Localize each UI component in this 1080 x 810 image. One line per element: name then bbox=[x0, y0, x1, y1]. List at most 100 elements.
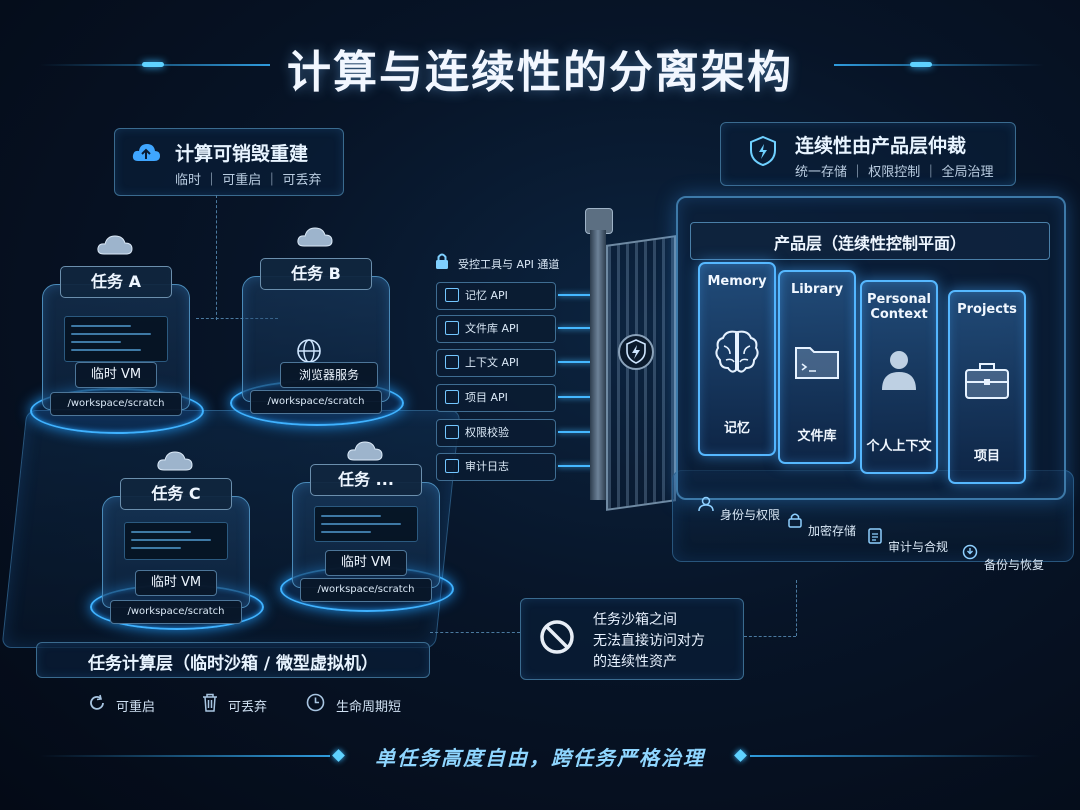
isolation-line-2: 无法直接访问对方 bbox=[593, 633, 705, 649]
card-memory[interactable]: Memory 记忆 bbox=[698, 262, 776, 456]
globe-icon bbox=[297, 339, 321, 363]
card-cn-label: 记忆 bbox=[723, 421, 750, 436]
workspace-path: /workspace/scratch bbox=[110, 600, 242, 624]
cloud-icon bbox=[297, 227, 333, 247]
user-icon bbox=[698, 496, 714, 512]
vm-label: 临时 VM bbox=[75, 362, 157, 388]
api-label: 审计日志 bbox=[465, 460, 509, 473]
feature-encrypted-storage: 加密存储 bbox=[808, 524, 857, 538]
api-label: 权限校验 bbox=[465, 426, 509, 439]
cloud-upload-icon bbox=[132, 144, 160, 161]
isolation-line-1: 任务沙箱之间 bbox=[593, 612, 677, 628]
connector-left bbox=[216, 195, 217, 320]
terminal-screen bbox=[314, 506, 418, 542]
task-label: 任务 A bbox=[60, 266, 172, 298]
backup-icon bbox=[962, 544, 978, 560]
context-api-icon bbox=[445, 355, 459, 369]
continuity-arbitration-subtitle: 统一存储 ｜ 权限控制 ｜ 全局治理 bbox=[795, 165, 994, 180]
page-title: 计算与连续性的分离架构 bbox=[287, 47, 793, 98]
terminal-screen bbox=[124, 522, 228, 560]
cloud-icon bbox=[97, 235, 133, 255]
api-memory[interactable]: 记忆 API bbox=[436, 282, 556, 310]
api-permission-check[interactable]: 权限校验 bbox=[436, 419, 556, 447]
task-label: 任务 B bbox=[260, 258, 372, 290]
continuity-arbitration-title: 连续性由产品层仲裁 bbox=[795, 135, 967, 157]
card-en-label: Personal Context bbox=[867, 292, 931, 322]
memory-api-icon bbox=[445, 288, 459, 302]
product-layer-title-box: 产品层（连续性控制平面） bbox=[690, 222, 1050, 260]
isolation-line-3: 的连续性资产 bbox=[593, 654, 677, 670]
gate-shield-icon bbox=[618, 334, 654, 370]
continuity-arbitration-box: 连续性由产品层仲裁 统一存储 ｜ 权限控制 ｜ 全局治理 bbox=[720, 122, 1016, 186]
clock-icon bbox=[306, 693, 325, 712]
compute-layer-label-box: 任务计算层（临时沙箱 / 微型虚拟机） bbox=[36, 642, 430, 678]
api-project[interactable]: 项目 API bbox=[436, 384, 556, 412]
task-more: 任务 ... 临时 VM /workspace/scratch bbox=[280, 440, 454, 640]
task-label: 任务 ... bbox=[310, 464, 422, 496]
isolation-connector bbox=[430, 632, 520, 633]
api-label: 项目 API bbox=[465, 391, 508, 404]
audit-log-icon bbox=[445, 459, 459, 473]
card-library[interactable]: Library 文件库 bbox=[778, 270, 856, 464]
lock-icon bbox=[788, 513, 802, 528]
audit-icon bbox=[868, 528, 882, 544]
person-icon bbox=[882, 351, 916, 390]
card-en-label: Library bbox=[790, 282, 844, 297]
brain-icon bbox=[715, 330, 759, 373]
briefcase-icon bbox=[965, 363, 1009, 399]
card-cn-label: 项目 bbox=[973, 449, 1000, 464]
card-projects[interactable]: Projects 项目 bbox=[948, 290, 1026, 484]
feature-short-lifecycle: 生命周期短 bbox=[336, 700, 402, 715]
api-library[interactable]: 文件库 API bbox=[436, 315, 556, 343]
prohibited-icon bbox=[540, 620, 574, 654]
workspace-path: /workspace/scratch bbox=[50, 392, 182, 416]
product-layer-title: 产品层（连续性控制平面） bbox=[773, 234, 966, 253]
title-dot-left bbox=[142, 62, 164, 67]
vm-label: 临时 VM bbox=[135, 570, 217, 596]
title-dot-right bbox=[910, 62, 932, 67]
api-context[interactable]: 上下文 API bbox=[436, 349, 556, 377]
browser-service-label: 浏览器服务 bbox=[280, 362, 378, 388]
api-audit-log[interactable]: 审计日志 bbox=[436, 453, 556, 481]
feature-audit-compliance: 审计与合规 bbox=[888, 540, 949, 554]
lock-icon bbox=[436, 253, 448, 269]
compute-destroyable-subtitle: 临时 ｜ 可重启 ｜ 可丢弃 bbox=[175, 173, 322, 188]
trash-icon bbox=[203, 693, 217, 712]
library-api-icon bbox=[445, 321, 459, 335]
footer-tagline: 单任务高度自由，跨任务严格治理 bbox=[375, 746, 705, 770]
project-api-icon bbox=[445, 390, 459, 404]
feature-restartable: 可重启 bbox=[116, 700, 156, 715]
isolation-connector-right bbox=[744, 636, 796, 637]
footer-line-right bbox=[750, 755, 1040, 757]
connector-left-h bbox=[196, 318, 278, 319]
api-label: 文件库 API bbox=[465, 322, 519, 335]
compute-destroyable-title: 计算可销毁重建 bbox=[175, 143, 309, 165]
card-en-label: Memory bbox=[707, 274, 767, 289]
card-en-label: Projects bbox=[957, 302, 1017, 317]
feature-identity: 身份与权限 bbox=[720, 508, 781, 522]
compute-destroyable-box: 计算可销毁重建 临时 ｜ 可重启 ｜ 可丢弃 bbox=[114, 128, 344, 196]
feature-discardable: 可丢弃 bbox=[228, 700, 268, 715]
card-cn-label: 文件库 bbox=[797, 429, 837, 444]
compute-layer-label: 任务计算层（临时沙箱 / 微型虚拟机） bbox=[87, 654, 379, 674]
shield-check-icon bbox=[445, 425, 459, 439]
title-line-right bbox=[834, 64, 1044, 66]
footer-line-left bbox=[40, 755, 330, 757]
gate-post bbox=[590, 230, 606, 500]
card-personal-context[interactable]: Personal Context 个人上下文 bbox=[860, 280, 938, 474]
folder-icon bbox=[795, 347, 839, 379]
restart-icon bbox=[90, 694, 104, 710]
feature-backup-recovery: 备份与恢复 bbox=[984, 558, 1045, 572]
task-label: 任务 C bbox=[120, 478, 232, 510]
isolation-connector-up bbox=[796, 580, 797, 636]
task-c: 任务 C 临时 VM /workspace/scratch bbox=[90, 450, 264, 650]
workspace-path: /workspace/scratch bbox=[300, 578, 432, 602]
task-b: 任务 B 浏览器服务 /workspace/scratch bbox=[230, 226, 404, 426]
api-label: 记忆 API bbox=[465, 289, 508, 302]
shield-icon bbox=[750, 135, 776, 167]
isolation-note-box: 任务沙箱之间 无法直接访问对方 的连续性资产 bbox=[520, 598, 744, 680]
terminal-screen bbox=[64, 316, 168, 362]
task-a: 任务 A 临时 VM /workspace/scratch bbox=[30, 234, 204, 434]
vm-label: 临时 VM bbox=[325, 550, 407, 576]
workspace-path: /workspace/scratch bbox=[250, 390, 382, 414]
